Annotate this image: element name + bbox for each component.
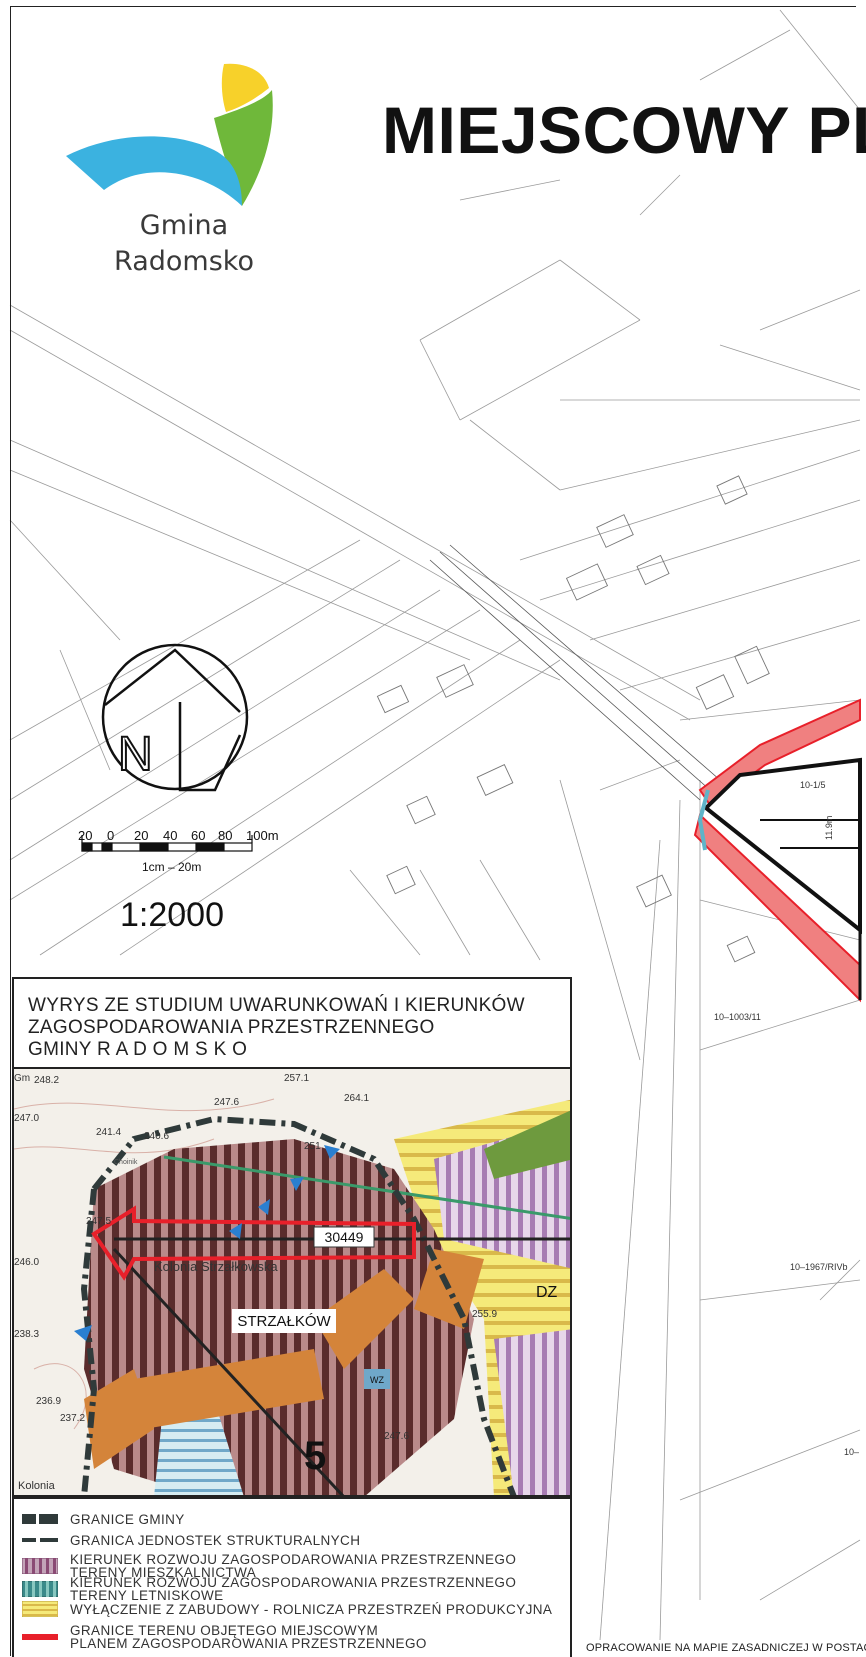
elevation-label: 248.2 xyxy=(34,1075,59,1086)
elevation-label: 257.1 xyxy=(284,1073,309,1084)
page-title: MIEJSCOWY PL xyxy=(382,93,866,167)
legend-item: WYŁĄCZENIE Z ZABUDOWY - ROLNICZA PRZESTR… xyxy=(22,1601,552,1617)
plot-label-4: 10–1967/RIVb xyxy=(790,1262,848,1272)
elevation-label: 241.4 xyxy=(96,1127,121,1138)
elevation-label: 251 xyxy=(304,1141,321,1152)
wz-label: WZ xyxy=(370,1375,384,1385)
scale-unit: 1cm – 20m xyxy=(142,860,202,874)
plot-label-2: 11.9m xyxy=(824,816,834,840)
gmina-boundary-symbol xyxy=(22,1514,58,1524)
elevation-label: 238.3 xyxy=(14,1329,39,1340)
logo-text: Gmina Radomsko xyxy=(114,210,254,277)
legend-label: GRANICE TERENU OBJĘTEGO MIEJSCOWYM PLANE… xyxy=(70,1623,427,1651)
plot-label-3: 10–1003/11 xyxy=(714,1012,761,1022)
elevation-label: 246.0 xyxy=(14,1257,39,1268)
scale-bar xyxy=(81,835,253,852)
elevation-label: 247.6 xyxy=(384,1431,409,1442)
plot-label-1: 10-1/5 xyxy=(800,780,826,790)
inset-title: WYRYS ZE STUDIUM UWARUNKOWAŃ I KIERUNKÓW… xyxy=(28,995,525,1060)
colony2-label: Kolonia xyxy=(18,1480,56,1492)
plot-label-5: 10– xyxy=(844,1447,859,1457)
agricultural-area-symbol xyxy=(22,1601,58,1617)
north-letter: N xyxy=(118,728,153,781)
plan-boundary-symbol xyxy=(22,1634,58,1640)
unit-boundary-symbol xyxy=(22,1538,58,1542)
village-label: STRZAŁKÓW xyxy=(237,1313,331,1330)
scale-tick: 20 xyxy=(78,828,93,843)
legend: GRANICE GMINY GRANICA JEDNOSTEK STRUKTUR… xyxy=(12,1497,572,1657)
study-extract-map: 30449 STRZAŁKÓW Kolonia Strzałkowska Kol… xyxy=(12,1069,572,1497)
elevation-label: 247.5 xyxy=(86,1216,111,1227)
elevation-label: 264.1 xyxy=(344,1093,369,1104)
scale-tick: 60 xyxy=(191,828,206,843)
legend-item: KIERUNEK ROZWOJU ZAGOSPODAROWANIA PRZEST… xyxy=(22,1576,516,1602)
scale-tick: 100m xyxy=(246,828,279,843)
unit-number-label: 5 xyxy=(304,1434,326,1478)
legend-item: GRANICA JEDNOSTEK STRUKTURALNYCH xyxy=(22,1532,360,1548)
elevation-label: 255.9 xyxy=(472,1309,497,1320)
scale-ratio: 1:2000 xyxy=(120,896,224,934)
map-frame xyxy=(10,6,856,1656)
scale-tick: 0 xyxy=(107,828,115,843)
footnote: OPRACOWANIE NA MAPIE ZASADNICZEJ W POSTA… xyxy=(586,1642,866,1654)
legend-item: GRANICE TERENU OBJĘTEGO MIEJSCOWYM PLANE… xyxy=(22,1624,427,1650)
legend-item: GRANICE GMINY xyxy=(22,1511,185,1527)
north-arrow-icon xyxy=(101,643,249,792)
legend-label: KIERUNEK ROZWOJU ZAGOSPODAROWANIA PRZEST… xyxy=(70,1575,517,1603)
legend-label: KIERUNEK ROZWOJU ZAGOSPODAROWANIA PRZEST… xyxy=(70,1552,517,1580)
scale-tick: 40 xyxy=(163,828,178,843)
elevation-label: 247.6 xyxy=(214,1097,239,1108)
choinik-label: Choinik xyxy=(114,1159,138,1166)
dz-label: DZ xyxy=(536,1284,558,1301)
legend-label: GRANICA JEDNOSTEK STRUKTURALNYCH xyxy=(70,1532,361,1548)
elevation-label: Gm xyxy=(14,1073,30,1084)
elevation-label: 237.2 xyxy=(60,1413,85,1424)
legend-item: KIERUNEK ROZWOJU ZAGOSPODAROWANIA PRZEST… xyxy=(22,1553,516,1579)
elevation-label: 240.6 xyxy=(144,1131,169,1142)
holiday-area-symbol xyxy=(22,1581,58,1597)
plan-id-label: 30449 xyxy=(325,1229,364,1245)
inset-header: WYRYS ZE STUDIUM UWARUNKOWAŃ I KIERUNKÓW… xyxy=(12,977,572,1069)
elevation-label: 236.9 xyxy=(36,1396,61,1407)
gmina-logo xyxy=(66,63,273,206)
colony-label: Kolonia Strzałkowska xyxy=(154,1259,278,1274)
legend-label: WYŁĄCZENIE Z ZABUDOWY - ROLNICZA PRZESTR… xyxy=(70,1601,553,1617)
elevation-label: 247.0 xyxy=(14,1113,39,1124)
study-map-graphic: 30449 STRZAŁKÓW Kolonia Strzałkowska Kol… xyxy=(14,1069,570,1495)
residential-area-symbol xyxy=(22,1558,58,1574)
scale-tick: 80 xyxy=(218,828,233,843)
legend-label: GRANICE GMINY xyxy=(70,1511,185,1527)
scale-tick: 20 xyxy=(134,828,149,843)
